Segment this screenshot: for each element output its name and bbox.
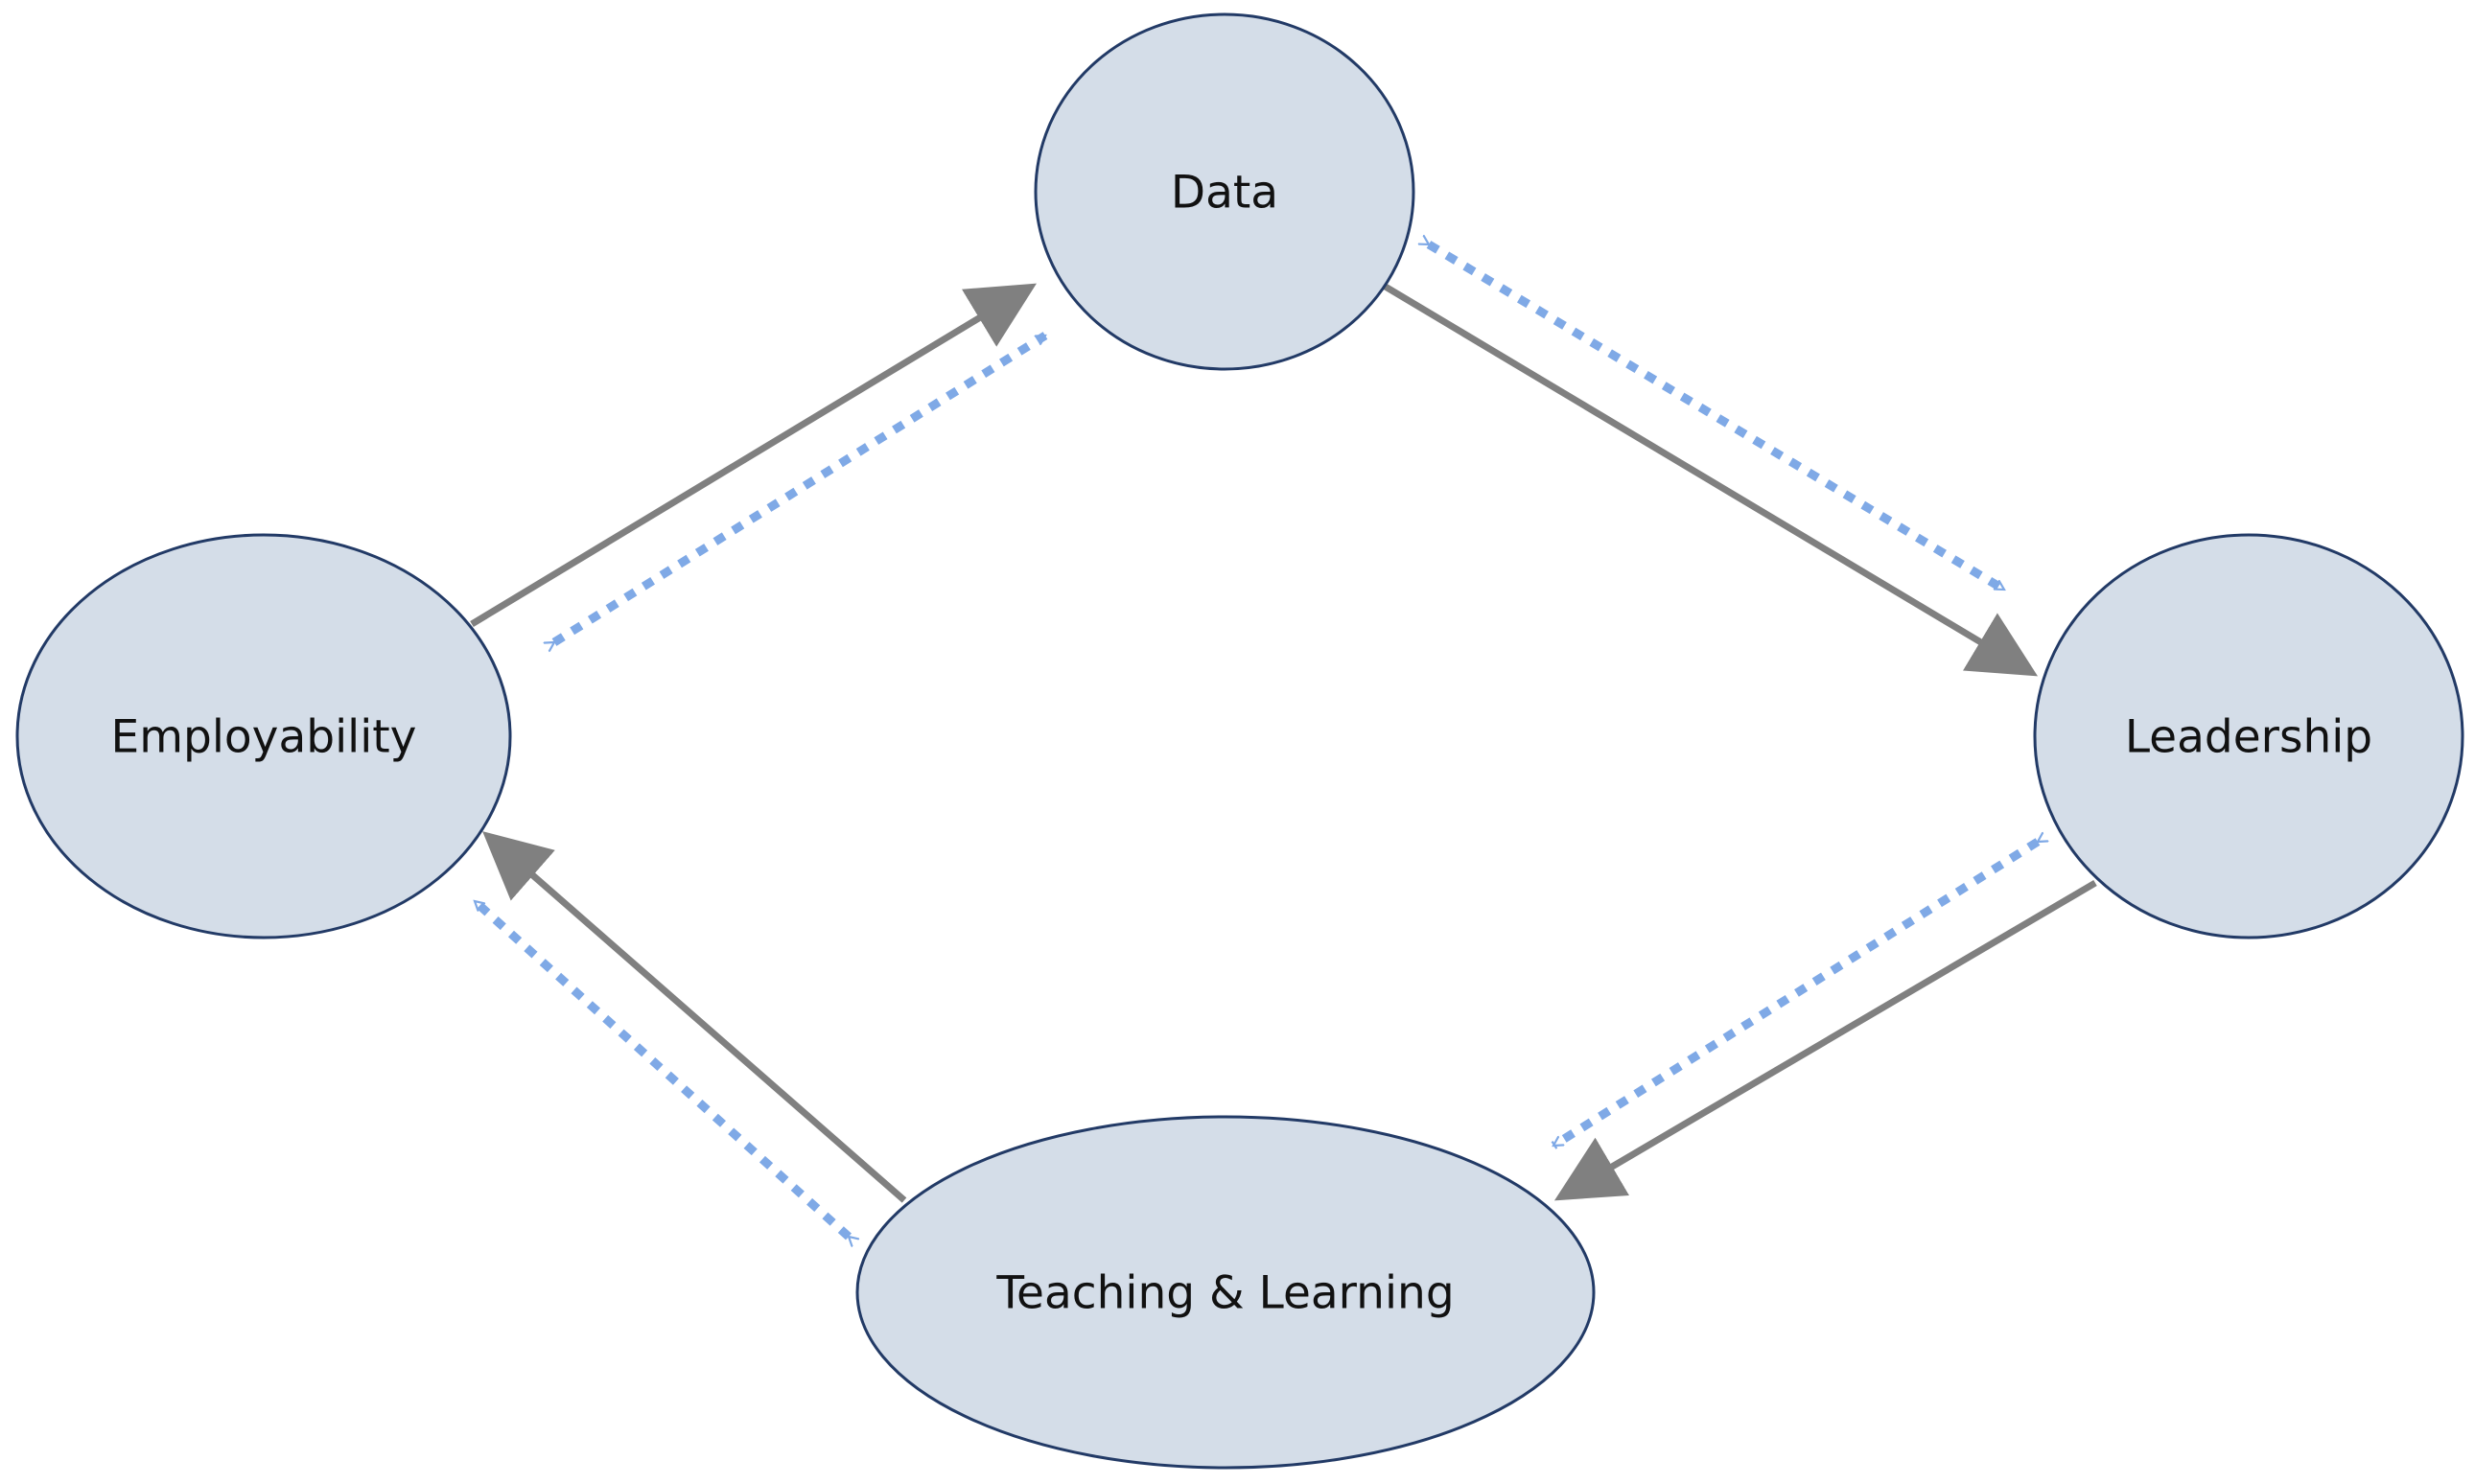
- arrow-data-to-leadership: [1382, 282, 2039, 677]
- dotted-arrow-data-leadership: [1429, 244, 2007, 593]
- node-teaching-learning: Teaching & Learning: [855, 1115, 1596, 1470]
- dotted-arrow-teaching-employability: [471, 897, 849, 1237]
- node-employability-label: Employability: [111, 711, 417, 764]
- arrow-leadership-to-teaching: [1553, 879, 2097, 1201]
- dotted-arrow-leadership-teaching: [1551, 842, 2038, 1149]
- node-employability: Employability: [15, 533, 512, 939]
- node-data-label: Data: [1171, 167, 1278, 220]
- arrow-employability-to-data: [470, 283, 1037, 627]
- node-leadership-label: Leadership: [2125, 711, 2372, 764]
- dotted-arrow-employability-data: [554, 332, 1048, 642]
- node-data: Data: [1034, 12, 1415, 371]
- arrow-teaching-to-employability: [482, 831, 907, 1203]
- node-teaching-learning-label: Teaching & Learning: [995, 1267, 1454, 1320]
- node-leadership: Leadership: [2033, 533, 2464, 939]
